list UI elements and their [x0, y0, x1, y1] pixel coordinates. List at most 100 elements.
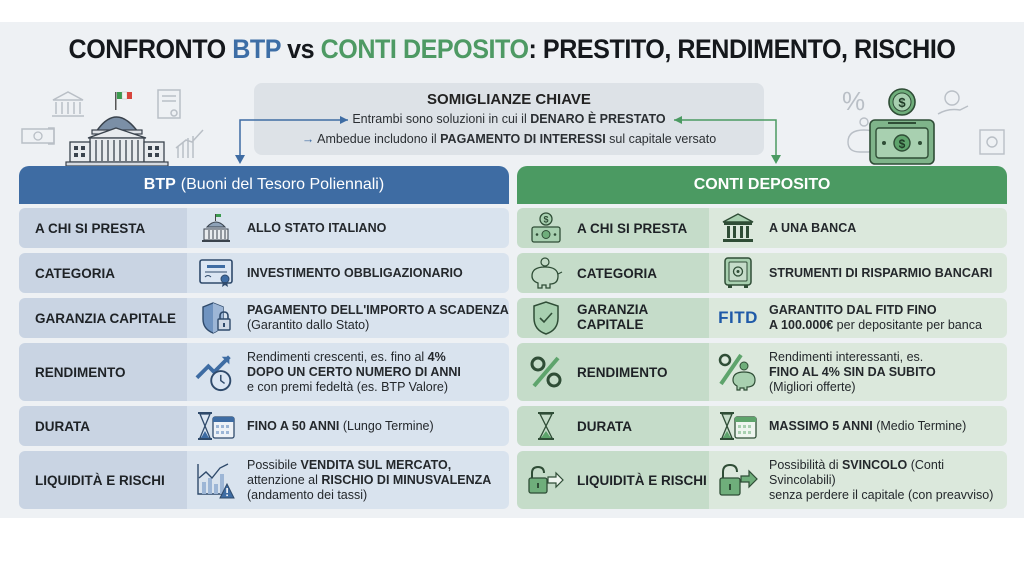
value-line-1: Possibilità di: [769, 457, 842, 472]
hourglass-calendar-icon: [717, 409, 759, 443]
row-value: Rendimenti crescenti, es. fino al 4% DOP…: [247, 350, 461, 395]
btp-row-rendimento: RENDIMENTO Rendimenti crescenti, es. fin…: [19, 343, 509, 401]
bank-icon: [717, 211, 759, 245]
safe-icon: [717, 256, 759, 290]
piggy-bank-icon: [525, 256, 567, 290]
btp-header-bold: BTP: [143, 176, 176, 193]
value-bold: INVESTIMENTO OBBLIGAZIONARIO: [247, 265, 463, 280]
conti-row-durata: DURATA MASSIMO 5 ANNI (Medio Termine): [517, 406, 1007, 446]
connector-arrows-icon: [235, 116, 781, 164]
chart-warning-icon: [195, 463, 237, 499]
row-key: RENDIMENTO: [19, 343, 187, 401]
value-line-1: Rendimenti interessanti, es.: [769, 349, 924, 364]
unlock-arrow-icon: [717, 463, 759, 497]
row-value: Possibile VENDITA SUL MERCATO, attenzion…: [247, 458, 491, 503]
value-bold: STRUMENTI DI RISPARMIO BANCARI: [769, 265, 993, 280]
btp-header-rest: (Buoni del Tesoro Poliennali): [180, 176, 385, 193]
value-bold: RISCHIO DI MINUSVALENZA: [321, 472, 492, 487]
btp-row-liquidita-rischi: LIQUIDITÀ E RISCHI Possibile VENDITA SUL…: [19, 451, 509, 509]
conti-row-liquidita-rischi: LIQUIDITÀ E RISCHI Possibilità di SVINCO…: [517, 451, 1007, 509]
value-rest: (Lungo Termine): [339, 418, 434, 433]
row-key: A CHI SI PRESTA: [19, 208, 187, 248]
title-prefix: CONFRONTO: [68, 34, 233, 64]
value-line-3: e con premi fedeltà (es. BTP Valore): [247, 379, 449, 394]
key-label: LIQUIDITÀ E RISCHI: [577, 472, 707, 488]
btp-header: BTP(Buoni del Tesoro Poliennali): [19, 166, 509, 204]
cash-faded-icon: [21, 128, 55, 144]
title-conti: CONTI DEPOSITO: [320, 34, 529, 64]
unlock-arrow-icon: [525, 463, 567, 497]
value-line-2: attenzione al: [247, 472, 322, 487]
similarity-2-bold: PAGAMENTO DI INTERESSI: [440, 131, 606, 146]
title-suffix: : PRESTITO, RENDIMENTO, RISCHIO: [528, 34, 956, 64]
svg-text:$: $: [898, 95, 906, 110]
key-line-1: GARANZIA: [577, 302, 649, 318]
row-key: RENDIMENTO: [517, 343, 709, 401]
value-bold: MASSIMO 5 ANNI: [769, 418, 873, 433]
value-line-3: (Migliori offerte): [769, 379, 856, 394]
government-building-icon: [195, 211, 237, 245]
key-line-2: CAPITALE: [577, 317, 644, 332]
shield-check-icon: [525, 301, 567, 335]
value-bold: ALLO STATO ITALIANO: [247, 220, 387, 235]
similarity-2-post: sul capitale versato: [605, 131, 717, 146]
shield-lock-icon: [195, 301, 237, 335]
government-building-illustration-icon: [48, 89, 204, 167]
similarities-box: SOMIGLIANZE CHIAVE Entrambi sono soluzio…: [254, 83, 764, 155]
svg-text:%: %: [842, 86, 865, 116]
btp-row-categoria: CATEGORIA INVESTIMENTO OBBLIGAZIONARIO: [19, 253, 509, 293]
row-value: Possibilità di SVINCOLO (Conti Svincolab…: [769, 458, 1007, 503]
key-label: CATEGORIA: [577, 265, 657, 281]
value-line-1: GARANTITO DAL FITD FINO: [769, 303, 937, 317]
value-line-2: DOPO UN CERTO NUMERO DI ANNI: [247, 364, 461, 379]
value-bold: A 100.000€: [769, 318, 834, 332]
hourglass-calendar-icon: [195, 409, 237, 443]
row-key: DURATA: [19, 406, 187, 446]
title-vs: vs: [280, 34, 321, 64]
fitd-logo-icon: FITD: [718, 307, 758, 327]
conti-row-a-chi-si-presta: $ A CHI SI PRESTA A UNA BANCA: [517, 208, 1007, 248]
btp-panel: BTP(Buoni del Tesoro Poliennali) A CHI S…: [19, 166, 509, 514]
btp-row-a-chi-si-presta: A CHI SI PRESTA ALLO STATO ITALIANO: [19, 208, 509, 248]
similarity-1-text: Entrambi sono soluzioni in cui il: [352, 112, 531, 126]
hourglass-icon: [525, 409, 567, 443]
row-value: FINO A 50 ANNI (Lungo Termine): [247, 419, 434, 434]
row-value: MASSIMO 5 ANNI (Medio Termine): [769, 419, 966, 434]
row-key: DURATA: [517, 406, 709, 446]
money-deposit-illustration-icon: % $ $: [842, 86, 1005, 165]
value-rest: (Garantito dallo Stato): [247, 318, 370, 332]
similarity-1-bold: DENARO È PRESTATO: [530, 112, 666, 126]
value-rest: per depositante per banca: [833, 318, 982, 332]
page-title: CONFRONTO BTP vs CONTI DEPOSITO: PRESTIT…: [36, 34, 988, 65]
growth-clock-icon: [195, 355, 237, 392]
svg-text:$: $: [543, 215, 548, 225]
key-label: RENDIMENTO: [577, 364, 668, 380]
similarity-line-2: → Ambedue includono il PAGAMENTO DI INTE…: [254, 132, 764, 148]
row-value: ALLO STATO ITALIANO: [247, 221, 386, 236]
row-value: A UNA BANCA: [769, 221, 856, 236]
row-key: LIQUIDITÀ E RISCHI: [19, 451, 187, 509]
svg-text:$: $: [899, 137, 906, 151]
row-key: CATEGORIA: [19, 253, 187, 293]
key-label: DURATA: [577, 418, 632, 434]
value-bold: PAGAMENTO DELL'IMPORTO A SCADENZA: [247, 303, 509, 317]
value-bold: A UNA BANCA: [769, 220, 857, 235]
arrow-right-icon: →: [301, 131, 318, 146]
value-bold: SVINCOLO: [841, 457, 908, 472]
value-line-1: Rendimenti crescenti, es. fino al: [247, 349, 428, 364]
conti-deposito-panel: CONTI DEPOSITO $ A CHI SI PRESTA A UNA B…: [517, 166, 1007, 514]
similarity-line-1: Entrambi sono soluzioni in cui il DENARO…: [254, 112, 764, 128]
row-value: GARANTITO DAL FITD FINO A 100.000€ per d…: [769, 303, 982, 333]
row-key: GARANZIA CAPITALE: [19, 298, 187, 338]
row-key: CATEGORIA: [517, 253, 709, 293]
value-rest: (Medio Termine): [872, 418, 967, 433]
money-coin-icon: $: [525, 211, 567, 245]
row-value: STRUMENTI DI RISPARMIO BANCARI: [769, 266, 992, 281]
value-line-2: senza perdere il capitale (con preavviso…: [769, 487, 994, 502]
value-rest: (Conti Svincolabili): [769, 457, 945, 487]
percent-icon: [525, 355, 567, 389]
row-value: INVESTIMENTO OBBLIGAZIONARIO: [247, 266, 463, 281]
